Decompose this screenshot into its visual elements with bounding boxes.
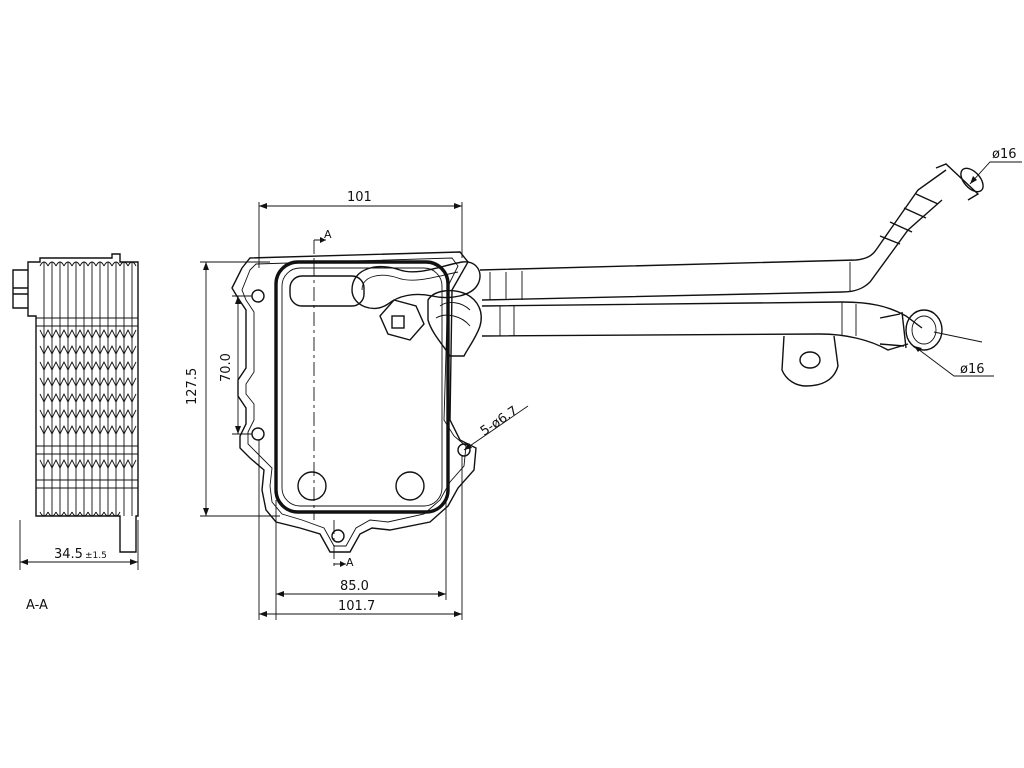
bottom-overall-width-dimension: 101.7: [258, 440, 463, 620]
lower-pipe-diameter-callout: ø16: [913, 331, 994, 377]
top-width-label: 101: [347, 190, 372, 205]
bottom-inner-width-label: 85.0: [340, 579, 369, 594]
oil-port: [395, 471, 425, 501]
section-line: A A: [313, 228, 354, 569]
mounting-hole: [331, 529, 345, 543]
side-thickness-label: 34.5: [54, 547, 83, 562]
overall-height-dimension: 127.5: [185, 261, 280, 517]
mounting-hole: [457, 443, 471, 457]
bottom-inner-width-dimension: 85.0: [275, 500, 447, 620]
pipe-bracket: [781, 335, 839, 387]
hole-callout-label: 5-ø6.7: [478, 404, 521, 440]
mounting-hole: [251, 289, 265, 303]
inner-height-label: 70.0: [219, 353, 234, 382]
cooler-plate-stack: [36, 261, 138, 517]
oil-port: [297, 471, 327, 501]
section-view-label: A-A: [26, 598, 48, 613]
overall-height-label: 127.5: [185, 368, 200, 405]
upper-pipe-diameter-label: ø16: [992, 147, 1017, 162]
hole-callout: 5-ø6.7: [463, 404, 529, 451]
mounting-hole: [251, 427, 265, 441]
section-marker-top: A: [324, 228, 332, 241]
front-view: A A: [185, 147, 1022, 620]
pipe-fittings: [351, 261, 482, 357]
lower-pipe-diameter-label: ø16: [960, 362, 985, 377]
section-marker-bottom: A: [346, 556, 354, 569]
cooler-core: [274, 260, 450, 514]
side-section-view: 34.5 ±1.5 A-A: [12, 253, 139, 613]
bottom-overall-width-label: 101.7: [338, 599, 375, 614]
side-thickness-dimension: 34.5 ±1.5: [19, 520, 139, 570]
inner-height-dimension: 70.0: [219, 295, 252, 435]
side-tolerance-label: ±1.5: [85, 551, 107, 561]
lower-pipe-port: [905, 309, 943, 351]
top-width-dimension: 101: [258, 190, 463, 268]
coolant-pipes: [479, 163, 984, 387]
upper-pipe-diameter-callout: ø16: [969, 147, 1022, 185]
